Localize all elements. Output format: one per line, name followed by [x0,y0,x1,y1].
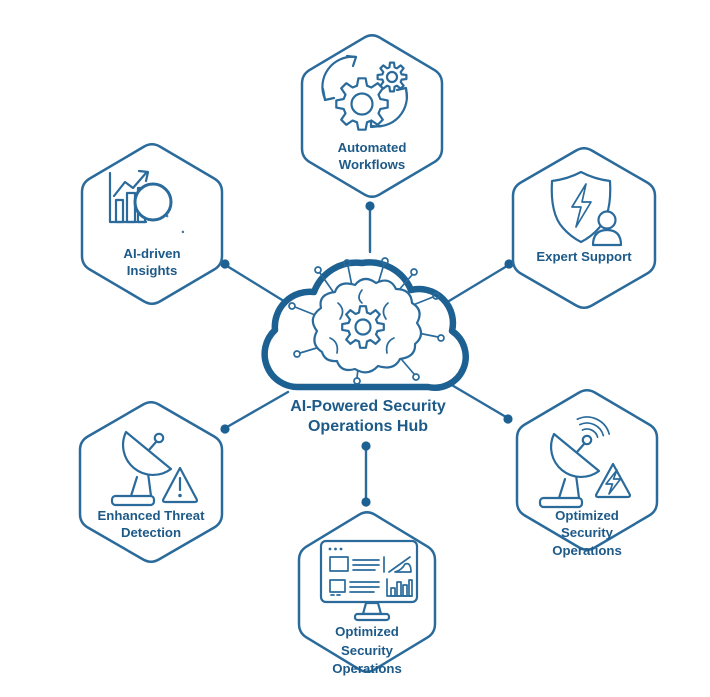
connector-line [225,264,289,305]
node-label-line1: Optimized [335,624,399,639]
connector-dot [361,497,371,507]
node-automated-workflows: Automated Workflows [300,34,444,198]
node-ai-driven-insights: AI-driven Insights [80,143,224,305]
node-enhanced-threat-detection: Enhanced Threat Detection [78,401,224,563]
brain-gear-icon [288,257,445,385]
node-label-line2: Security [341,643,394,658]
hexagon [80,143,224,305]
node-expert-support: Expert Support [511,147,657,309]
node-label-line3: Operations [332,661,402,676]
connector-dot [503,414,513,424]
node-label-line2: Workflows [339,157,405,172]
node-label-line1: AI-driven [123,246,180,261]
node-label-line1: Enhanced Threat [98,508,206,523]
node-label-line3: Operations [552,543,622,558]
connector-dot [220,259,230,269]
hub-cloud: AI-Powered Security Operations Hub [261,257,469,435]
satellite-dish-signal-alert-icon [538,416,632,509]
node-optimized-security-operations-right: Optimized Security Operations [515,389,659,558]
satellite-dish-alert-icon [110,430,199,507]
dashboard-monitor-icon [319,539,419,622]
warning-triangle-icon [161,466,199,504]
signal-waves-icon [576,416,611,439]
hub-label-line2: Operations Hub [308,418,428,435]
hexagon [78,401,224,563]
warning-bolt-triangle-icon [594,462,632,499]
gears-sync-icon [321,54,409,131]
connector-dot [365,201,375,211]
node-label-line2: Security [561,525,614,540]
connector-dot [504,259,514,269]
connectors [220,201,514,507]
chart-magnifier-icon [108,169,185,234]
connector-line [447,264,509,303]
node-label-line2: Detection [121,525,181,540]
node-label-line1: Optimized [555,508,619,523]
node-label-line2: Insights [127,263,178,278]
node-label-line1: Expert Support [536,249,632,264]
node-label-line1: Automated [338,140,407,155]
connector-line [225,390,290,429]
connector-dot [220,424,230,434]
hub-label-line1: AI-Powered Security [290,398,446,415]
connector-line [448,382,508,419]
node-optimized-security-operations-bottom: Optimized Security Operations [297,511,437,676]
gear-icon [341,305,385,349]
connector-dot [361,441,371,451]
shield-bolt-person-icon [550,170,623,247]
